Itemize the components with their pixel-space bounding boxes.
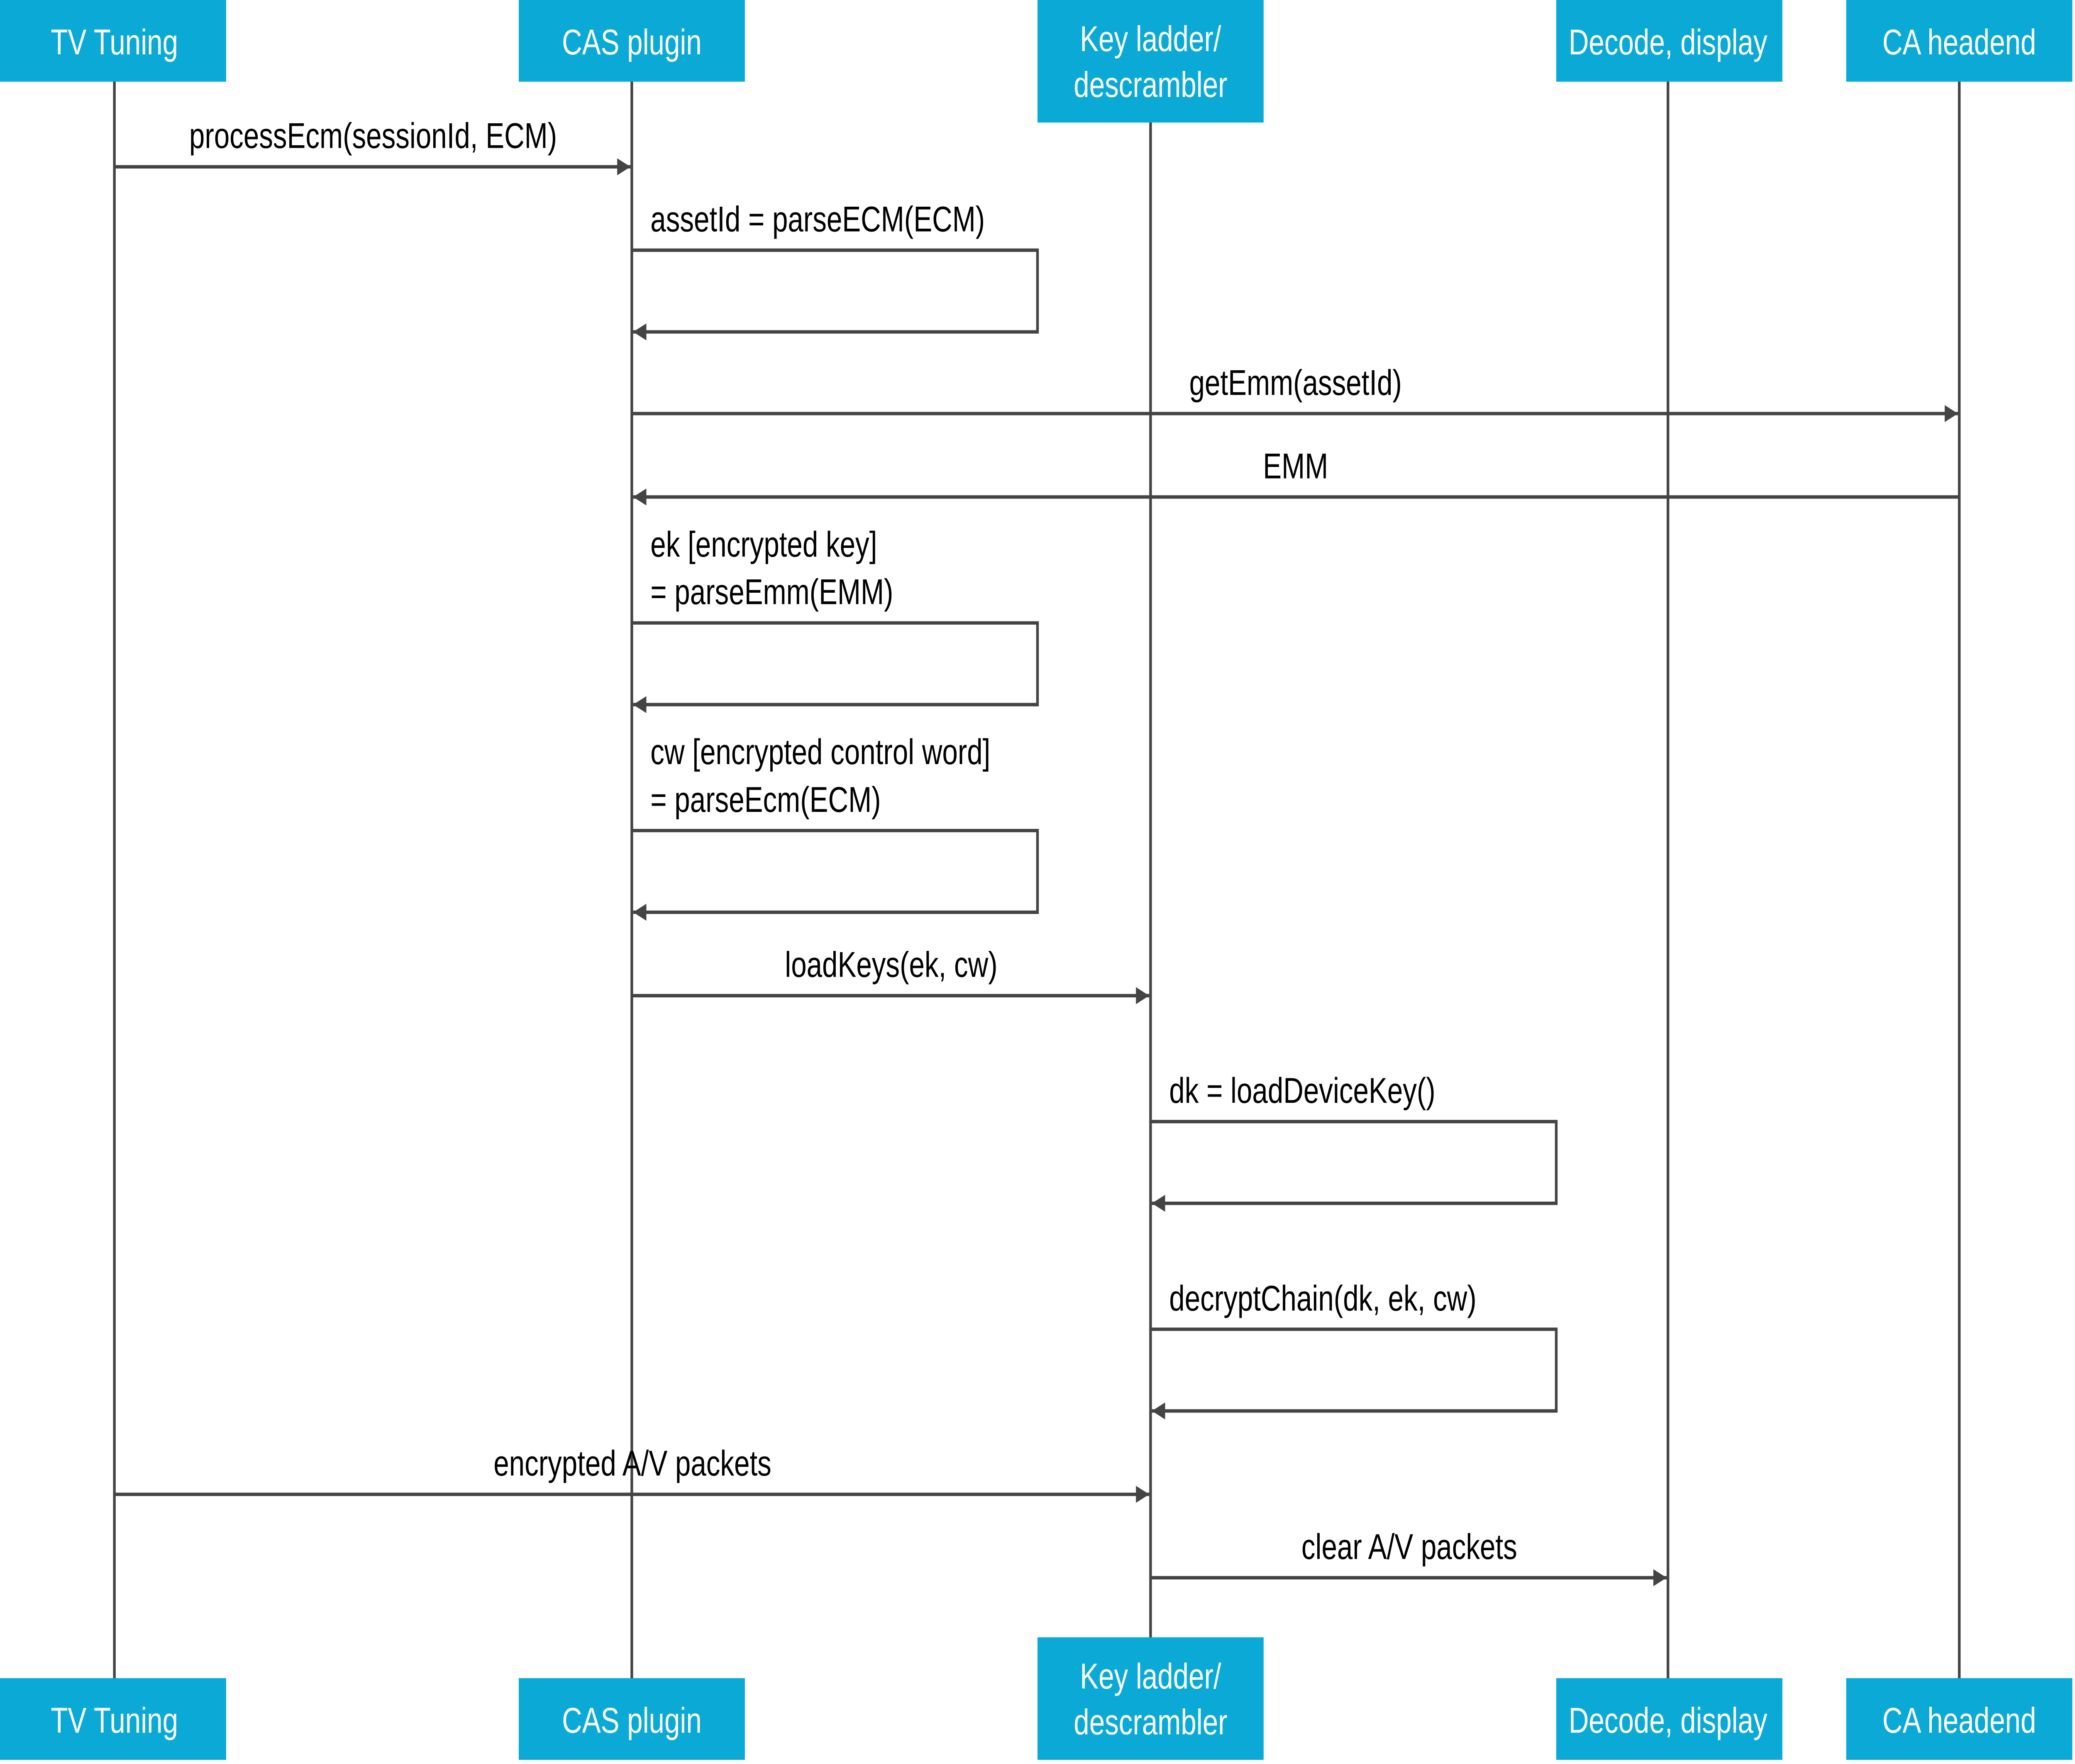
message-label: clear A/V packets: [1301, 1527, 1517, 1567]
message: encrypted A/V packets: [114, 1444, 1150, 1503]
participant-box: [1846, 1678, 2073, 1760]
message-label: decryptChain(dk, ek, cw): [1169, 1279, 1476, 1319]
participant-top: Decode, display: [1556, 0, 1782, 82]
participant-label: CA headend: [1882, 22, 2036, 62]
self-message-arrow: [632, 621, 1039, 713]
messages: processEcm(sessionId, ECM) assetId = pars…: [114, 116, 1960, 1586]
participant-label: TV Tuning: [51, 1701, 178, 1741]
message-label: dk = loadDeviceKey(): [1169, 1071, 1435, 1111]
participant-label: CAS plugin: [562, 22, 702, 62]
message: clear A/V packets: [1150, 1527, 1667, 1586]
participant-top: Key ladder/descrambler: [1038, 0, 1264, 123]
participant-bottom: CAS plugin: [519, 1678, 745, 1760]
message: processEcm(sessionId, ECM): [114, 116, 631, 176]
self-message: decryptChain(dk, ek, cw): [1150, 1279, 1558, 1420]
message-label: EMM: [1263, 446, 1328, 486]
self-message-arrow: [1150, 1120, 1558, 1212]
message-label: cw [encrypted control word]: [650, 732, 990, 772]
message-label: processEcm(sessionId, ECM): [189, 116, 557, 156]
participant-box: [519, 1678, 745, 1760]
self-message-arrow: [1150, 1327, 1558, 1420]
self-message: ek [encrypted key] = parseEmm(EMM): [632, 525, 1039, 713]
participant-label: Decode, display: [1569, 22, 1767, 62]
participant-box: [0, 1678, 226, 1760]
participant-top: CAS plugin: [519, 0, 745, 82]
participant-label: descrambler: [1074, 1703, 1227, 1742]
self-message-arrow: [632, 248, 1039, 341]
message: EMM: [633, 446, 1960, 506]
participant-label: Key ladder/: [1080, 19, 1221, 59]
participant-label: descrambler: [1074, 65, 1227, 105]
participant-bottom: Key ladder/descrambler: [1038, 1637, 1264, 1760]
participant-box: [1038, 1637, 1264, 1760]
participant-label: TV Tuning: [51, 22, 178, 62]
participant-bottom: Decode, display: [1556, 1678, 1782, 1760]
participant-box: [1556, 0, 1782, 82]
participant-label: CAS plugin: [562, 1701, 702, 1741]
participant-box: [1556, 1678, 1782, 1760]
participant-label: CA headend: [1882, 1701, 2036, 1741]
message-label: loadKeys(ek, cw): [785, 945, 997, 985]
participant-box: [519, 0, 745, 82]
message-label: = parseEmm(EMM): [650, 572, 893, 612]
lifelines: [113, 68, 1961, 1702]
participant-top: CA headend: [1846, 0, 2073, 82]
message-label: ek [encrypted key]: [650, 525, 877, 564]
participant-top: TV Tuning: [0, 0, 226, 82]
participant-label: Key ladder/: [1080, 1656, 1221, 1696]
participant-box: [1038, 0, 1264, 123]
participant-bottom: TV Tuning: [0, 1678, 226, 1760]
participant-bottom: CA headend: [1846, 1678, 2073, 1760]
participant-box: [0, 0, 226, 82]
message-label: = parseEcm(ECM): [650, 780, 881, 820]
participant-label: Decode, display: [1569, 1701, 1767, 1741]
participant-box: [1846, 0, 2073, 82]
self-message: assetId = parseECM(ECM): [632, 200, 1039, 341]
message-label: encrypted A/V packets: [493, 1444, 771, 1483]
message-label: getEmm(assetId): [1189, 363, 1402, 403]
message: loadKeys(ek, cw): [632, 945, 1150, 1004]
self-message: cw [encrypted control word] = parseEcm(EC…: [632, 732, 1039, 921]
self-message-arrow: [632, 828, 1039, 921]
message: getEmm(assetId): [632, 363, 1958, 422]
self-message: dk = loadDeviceKey(): [1150, 1071, 1558, 1212]
message-label: assetId = parseECM(ECM): [650, 200, 985, 239]
